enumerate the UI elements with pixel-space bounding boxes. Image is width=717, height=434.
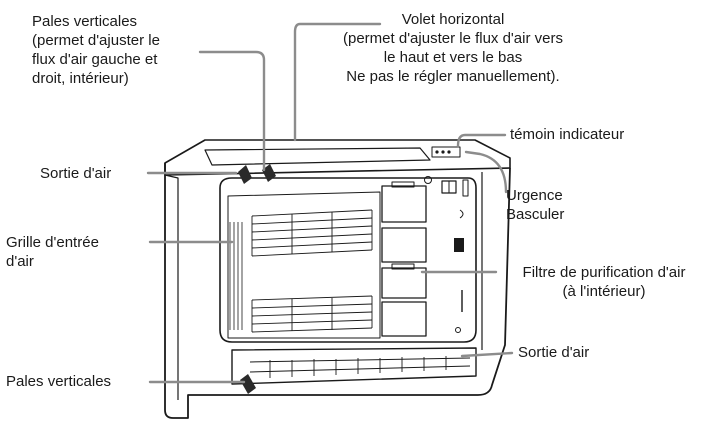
label-urgence-basculer: Urgence Basculer	[506, 186, 564, 224]
leader-lines	[146, 22, 514, 384]
lower-grille	[251, 295, 373, 333]
label-line: Filtre de purification d'air	[522, 264, 686, 281]
label-filtre-purification: Filtre de purification d'air (à l'intéri…	[495, 263, 713, 301]
label-sortie-air-bottom: Sortie d'air	[518, 344, 590, 361]
label-line: Ne pas le régler manuellement).	[346, 68, 560, 85]
label-line: Basculer	[506, 206, 565, 223]
label-pales-verticales-top: Pales verticales (permet d'ajuster le fl…	[32, 12, 160, 88]
label-temoin-indicateur: témoin indicateur	[510, 126, 625, 143]
left-intake-grille	[229, 222, 243, 330]
upper-grille	[251, 209, 373, 257]
filter-panels	[381, 181, 427, 337]
label-line: d'air	[6, 253, 34, 270]
label-pales-verticales-bottom: Pales verticales	[6, 373, 112, 390]
label-line: Grille d'entrée	[6, 234, 99, 251]
label-line: Volet horizontal	[401, 11, 505, 28]
label-sortie-air-top: Sortie d'air	[40, 165, 112, 182]
label-line: Pales verticales	[32, 13, 138, 30]
label-line: (permet d'ajuster le flux d'air vers	[343, 30, 563, 47]
label-line: droit, intérieur)	[32, 70, 129, 87]
label-line: Urgence	[506, 187, 563, 204]
label-grille-entree: Grille d'entrée d'air	[6, 233, 99, 271]
label-line: le haut et vers le bas	[383, 49, 523, 66]
label-line: (à l'intérieur)	[562, 283, 646, 300]
bottom-outlet	[231, 347, 477, 394]
air-conditioner-unit	[164, 139, 511, 419]
label-line: (permet d'ajuster le	[32, 32, 160, 49]
label-line: flux d'air gauche et	[32, 51, 158, 68]
label-volet-horizontal: Volet horizontal (permet d'ajuster le fl…	[318, 10, 588, 86]
